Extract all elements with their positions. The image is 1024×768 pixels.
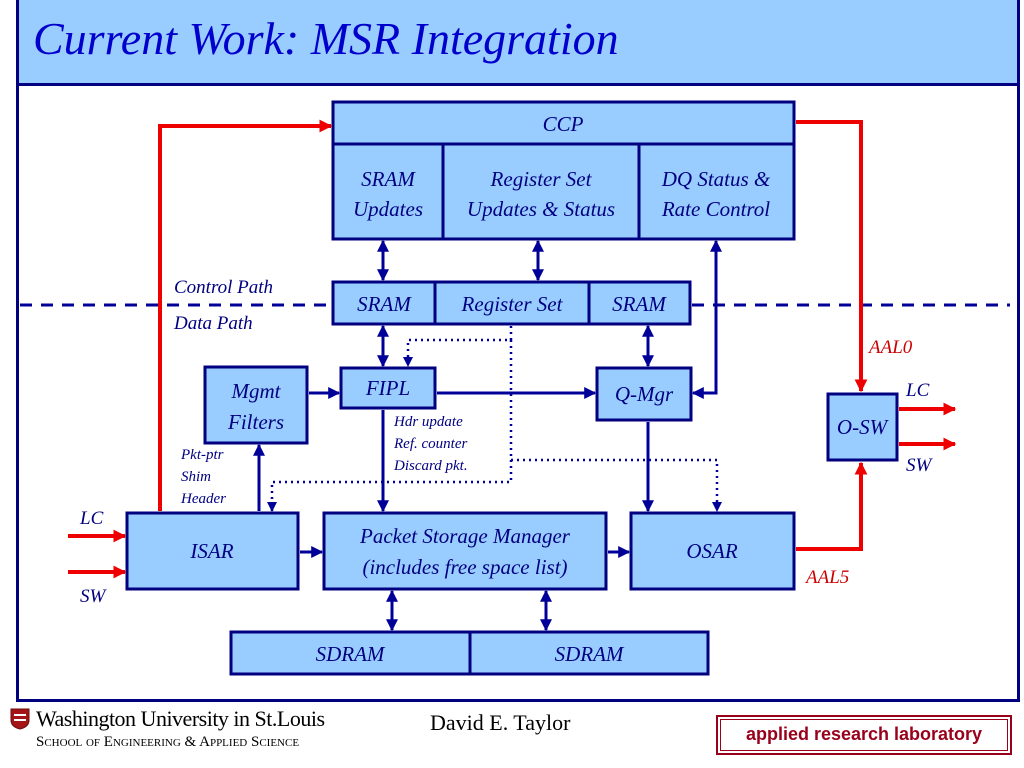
psm-label-1: Packet Storage Manager: [359, 524, 571, 548]
dq-status-box: [637, 142, 796, 241]
aal5-label: AAL5: [804, 567, 849, 588]
sdram-right-box: [468, 630, 710, 676]
fipl-note-2: Ref. counter: [393, 436, 467, 452]
lab-name: applied research laboratory: [745, 724, 983, 744]
university-name: Washington University in St.Louis: [36, 706, 325, 731]
dq-status-label-1: DQ Status &: [661, 167, 771, 191]
register-set-label: Register Set: [461, 292, 564, 316]
lab-badge-inner-border: [720, 719, 1008, 751]
sram-left-label: SRAM: [357, 292, 412, 316]
data-path-label: Data Path: [173, 313, 253, 334]
pkt-ptr-note-2: Shim: [181, 469, 211, 485]
sram-updates-box: [331, 142, 445, 241]
sw-out-label: SW: [906, 455, 934, 476]
fipl-box: [339, 366, 437, 410]
osar-box: [629, 511, 796, 591]
osar-label: OSAR: [686, 539, 737, 563]
lc-in-label: LC: [79, 508, 104, 529]
sdram-left-label: SDRAM: [316, 642, 386, 666]
author-name: David E. Taylor: [430, 710, 571, 735]
o-sw-box: [826, 392, 899, 462]
content-frame: [16, 86, 1020, 702]
arrow-qmgr-dq-status: [691, 239, 722, 399]
mgmt-filters-label-2: Filters: [227, 410, 284, 434]
dotted-to-osar: [511, 458, 722, 512]
pkt-ptr-note-1: Pkt-ptr: [180, 447, 224, 463]
red-osar-osw: [796, 461, 868, 551]
psm-box: [322, 511, 608, 591]
aal0-label: AAL0: [867, 337, 913, 358]
register-set-updates-label-2: Updates & Status: [467, 197, 615, 221]
sw-in-label: SW: [80, 586, 108, 607]
lc-out-label: LC: [905, 380, 930, 401]
q-mgr-label: Q-Mgr: [615, 382, 674, 406]
fipl-note-3: Discard pkt.: [393, 458, 468, 474]
dotted-regset-fipl: [403, 326, 513, 367]
mgmt-filters-label-1: Mgmt: [231, 379, 282, 403]
university-crest-icon: [10, 708, 30, 730]
sram-right-box: [587, 280, 692, 326]
ccp-label: CCP: [543, 112, 584, 136]
school-name: School of Engineering & Applied Science: [36, 734, 300, 750]
mgmt-filters-box: [203, 365, 309, 445]
q-mgr-box: [595, 366, 693, 422]
isar-label: ISAR: [189, 539, 233, 563]
sram-updates-label-1: SRAM: [361, 167, 416, 191]
fipl-label: FIPL: [365, 376, 410, 400]
fipl-note-1: Hdr update: [393, 414, 463, 430]
o-sw-label: O-SW: [837, 415, 890, 439]
title-bar: Current Work: MSR Integration: [16, 0, 1020, 86]
register-set-box: [433, 280, 591, 326]
slide-title: Current Work: MSR Integration: [33, 13, 619, 64]
sdram-right-label: SDRAM: [555, 642, 625, 666]
red-isar-ccp: [158, 119, 333, 511]
register-set-updates-label-1: Register Set: [490, 167, 593, 191]
red-ccp-osw: [796, 120, 868, 393]
isar-box: [125, 511, 300, 591]
sdram-left-box: [229, 630, 472, 676]
register-set-updates-box: [441, 142, 641, 241]
psm-label-2: (includes free space list): [362, 555, 567, 579]
control-path-label: Control Path: [174, 277, 273, 298]
pkt-ptr-note-3: Header: [180, 491, 226, 507]
lab-badge: applied research laboratory: [716, 715, 1012, 755]
dq-status-label-2: Rate Control: [661, 197, 770, 221]
sram-updates-label-2: Updates: [353, 197, 423, 221]
sram-right-label: SRAM: [612, 292, 667, 316]
